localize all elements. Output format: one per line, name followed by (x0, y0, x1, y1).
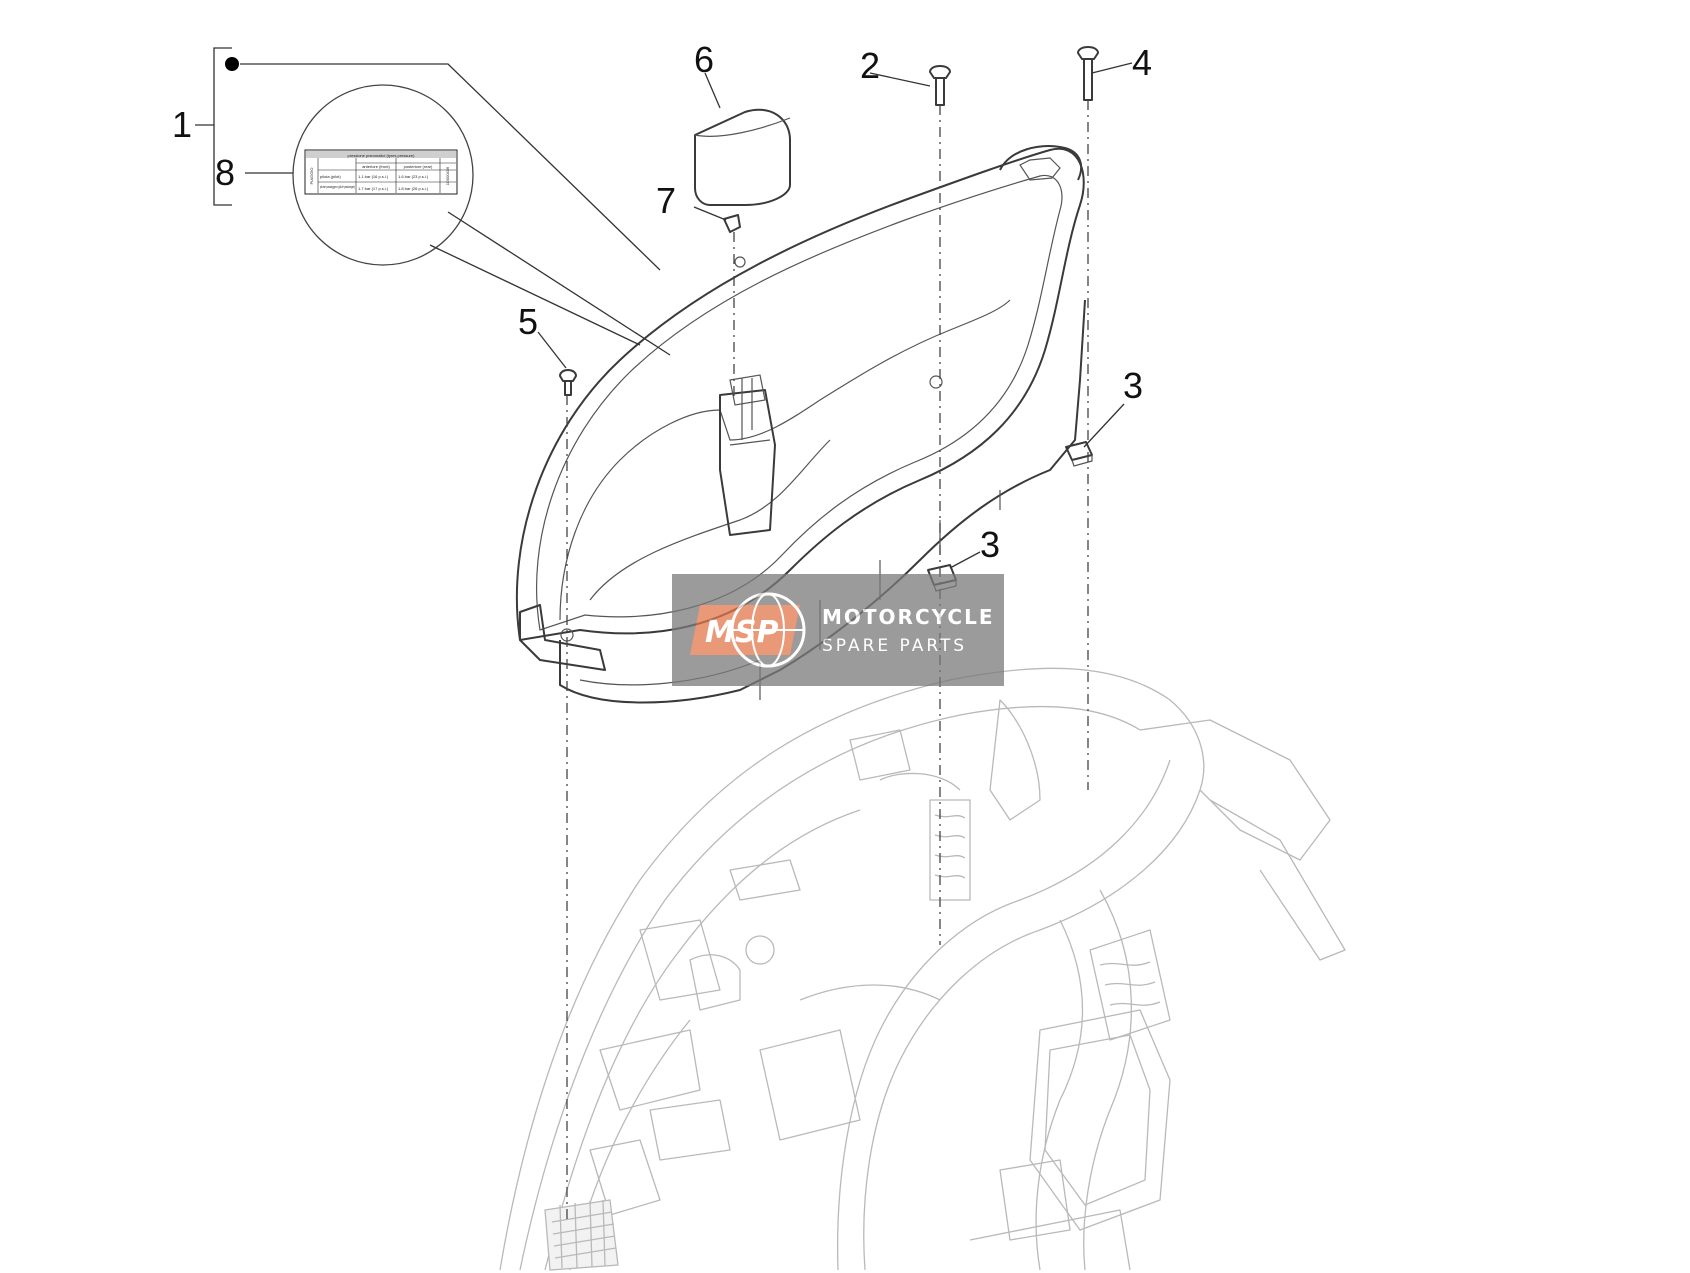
leader-lines (195, 47, 1133, 569)
label-header: pressione pneumatici (tyres pressure) (348, 153, 416, 158)
label-row1-front: 1.1 bar (16 p.s.i.) (358, 174, 389, 179)
callout-5: 5 (518, 301, 538, 342)
assembly-lines (566, 100, 1089, 1220)
callout-8: 8 (215, 152, 235, 193)
label-row1-name: pilota (pilot) (320, 174, 341, 179)
label-col-front: anteriore (front) (362, 164, 390, 169)
cover-cap (694, 108, 791, 206)
watermark-title: MOTORCYCLE (822, 605, 994, 629)
screw-2 (929, 65, 951, 106)
watermark-logo: MSP (705, 615, 778, 650)
scooter-frame-ghost (499, 667, 1346, 1271)
screw-5 (559, 369, 577, 396)
bullet-dot (225, 57, 239, 71)
label-row1-rear: 1.6 bar (23 p.s.i.) (398, 174, 429, 179)
callout-3-center: 3 (980, 524, 1000, 565)
callout-4: 4 (1132, 42, 1152, 83)
callout-7: 7 (656, 180, 676, 221)
callouts: 1 2 3 3 4 5 6 7 8 (172, 39, 1152, 565)
label-row2-front: 1.7 bar (17 p.s.i.) (358, 186, 389, 191)
callout-3-right: 3 (1123, 365, 1143, 406)
callout-6: 6 (694, 39, 714, 80)
callout-1: 1 (172, 104, 192, 145)
label-row2-name: pilota+passeggero (pilot+passenger) (320, 184, 355, 189)
callout-2: 2 (860, 45, 880, 86)
clip-nut-3-right (1065, 441, 1093, 467)
label-brand: PIAGGIO (309, 168, 314, 185)
clip (723, 214, 741, 233)
label-row2-rear: 1.8 bar (26 p.s.i.) (398, 186, 429, 191)
watermark: MSP MOTORCYCLE SPARE PARTS (672, 574, 1004, 686)
screw-4 (1077, 46, 1099, 101)
label-code: 1D000436 (445, 166, 450, 185)
label-col-rear: posteriore (rear) (404, 164, 433, 169)
watermark-subtitle: SPARE PARTS (822, 636, 967, 656)
tyre-pressure-label: pressione pneumatici (tyres pressure) an… (292, 84, 474, 266)
label-header-bg (306, 151, 456, 158)
